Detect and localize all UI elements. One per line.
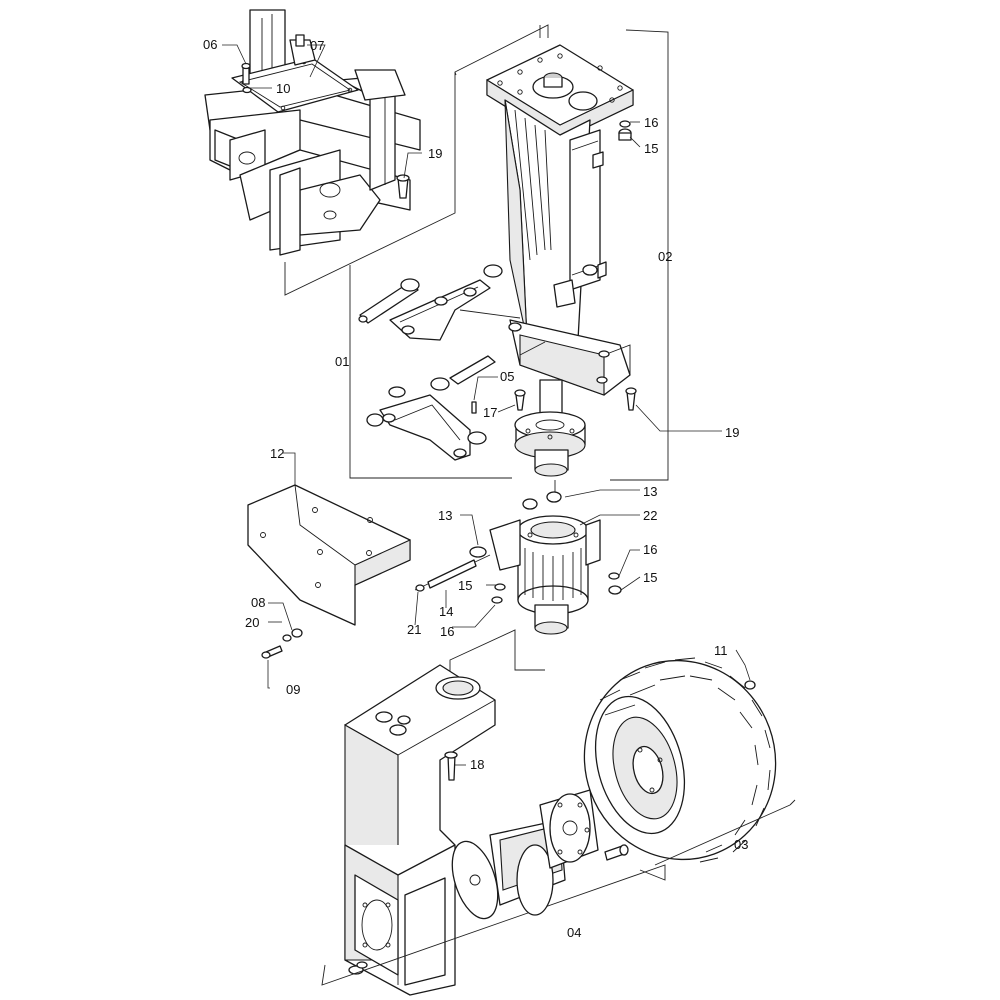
callout-13-left: 13 (438, 508, 452, 523)
callout-18: 18 (470, 757, 484, 772)
callout-10: 10 (276, 81, 290, 96)
bolt-set-09 (261, 628, 303, 659)
callout-07: 07 (310, 38, 324, 53)
callout-19-upper: 19 (428, 146, 442, 161)
kingpin-column (486, 44, 634, 477)
callout-15-upper: 15 (644, 141, 658, 156)
callout-02: 02 (658, 249, 672, 264)
grease-nipple-21 (415, 584, 425, 592)
pin-14 (427, 559, 477, 589)
callout-19-lower: 19 (725, 425, 739, 440)
callout-12: 12 (270, 446, 284, 461)
callout-20: 20 (245, 615, 259, 630)
bolt-18 (447, 754, 456, 781)
frame-assembly (204, 9, 421, 256)
callout-09: 09 (286, 682, 300, 697)
callout-01: 01 (335, 354, 349, 369)
wheel-assembly (583, 657, 777, 863)
washer-nut-set-lower (491, 572, 622, 604)
leader-lines (222, 44, 751, 766)
callout-14: 14 (439, 604, 453, 619)
callout-16-center: 16 (440, 624, 454, 639)
callout-05: 05 (500, 369, 514, 384)
linkage-arms (358, 264, 637, 461)
callout-08: 08 (251, 595, 265, 610)
callout-11: 11 (714, 643, 728, 658)
swing-arm (344, 664, 496, 996)
bushing-13 (469, 546, 487, 558)
callout-16-upper: 16 (644, 115, 658, 130)
callout-06: 06 (203, 37, 217, 52)
callout-04: 04 (567, 925, 581, 940)
washer-nut-set-upper (618, 120, 632, 141)
guard-plate (247, 484, 411, 626)
callout-03: 03 (734, 837, 748, 852)
callout-17: 17 (483, 405, 497, 420)
callout-21: 21 (407, 622, 421, 637)
bearing-housing (489, 491, 601, 635)
callout-16-right: 16 (643, 542, 657, 557)
callout-13-right: 13 (643, 484, 657, 499)
callout-15-center: 15 (458, 578, 472, 593)
wheel-motor (451, 789, 629, 920)
callout-labels: 06 07 10 19 16 15 02 01 05 17 19 12 13 2… (203, 37, 748, 940)
callout-15-right: 15 (643, 570, 657, 585)
callout-22: 22 (643, 508, 657, 523)
